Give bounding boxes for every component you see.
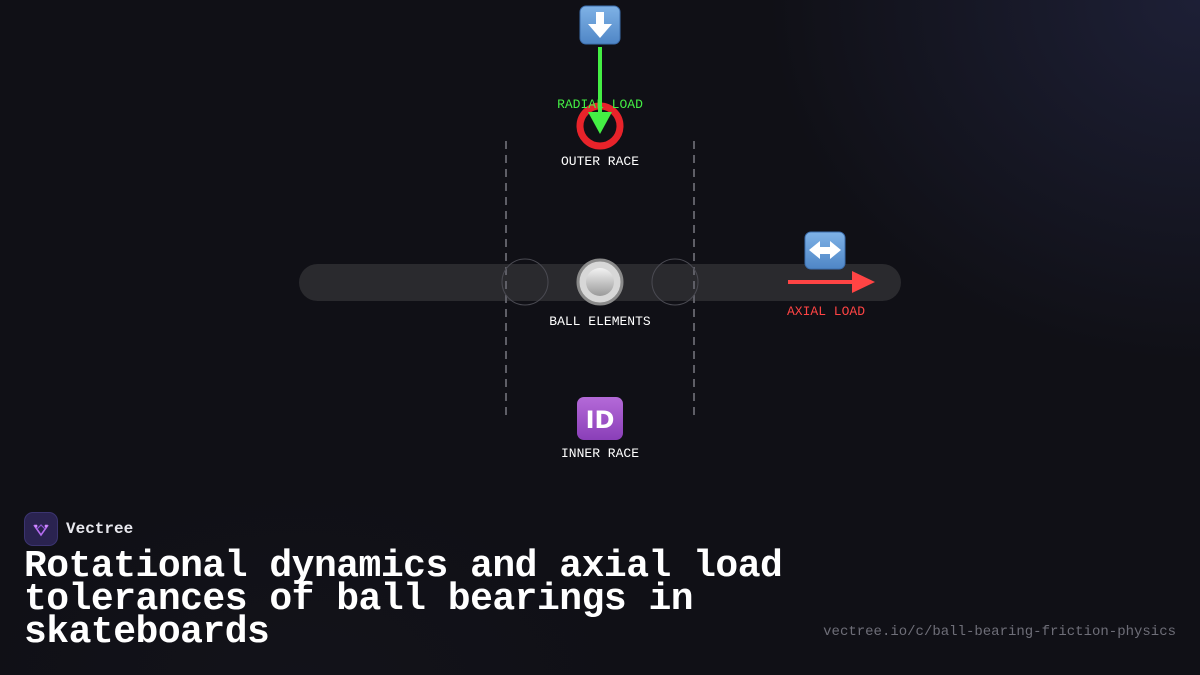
source-url[interactable]: vectree.io/c/ball-bearing-friction-physi… (823, 624, 1176, 640)
radial-load-arrow (588, 47, 612, 134)
page-title: Rotational dynamics and axial load toler… (24, 545, 783, 654)
ball-elements-label: BALL ELEMENTS (549, 314, 651, 329)
outer-race-label: OUTER RACE (561, 154, 639, 169)
vectree-logo-icon (24, 512, 58, 546)
left-right-arrow-icon (804, 231, 846, 270)
white-circle-icon (576, 258, 624, 306)
left-ball-ring (501, 258, 549, 306)
axial-load-arrow (788, 271, 875, 293)
down-arrow-icon (579, 5, 621, 45)
right-ball-ring (651, 258, 699, 306)
brand: Vectree (24, 512, 133, 546)
inner-race-label: INNER RACE (561, 446, 639, 461)
id-button-icon: ID (577, 397, 623, 440)
svg-text:ID: ID (586, 406, 615, 434)
radial-load-label: RADIAL LOAD (557, 97, 643, 112)
axial-load-label: AXIAL LOAD (787, 304, 865, 319)
brand-name: Vectree (66, 520, 134, 538)
